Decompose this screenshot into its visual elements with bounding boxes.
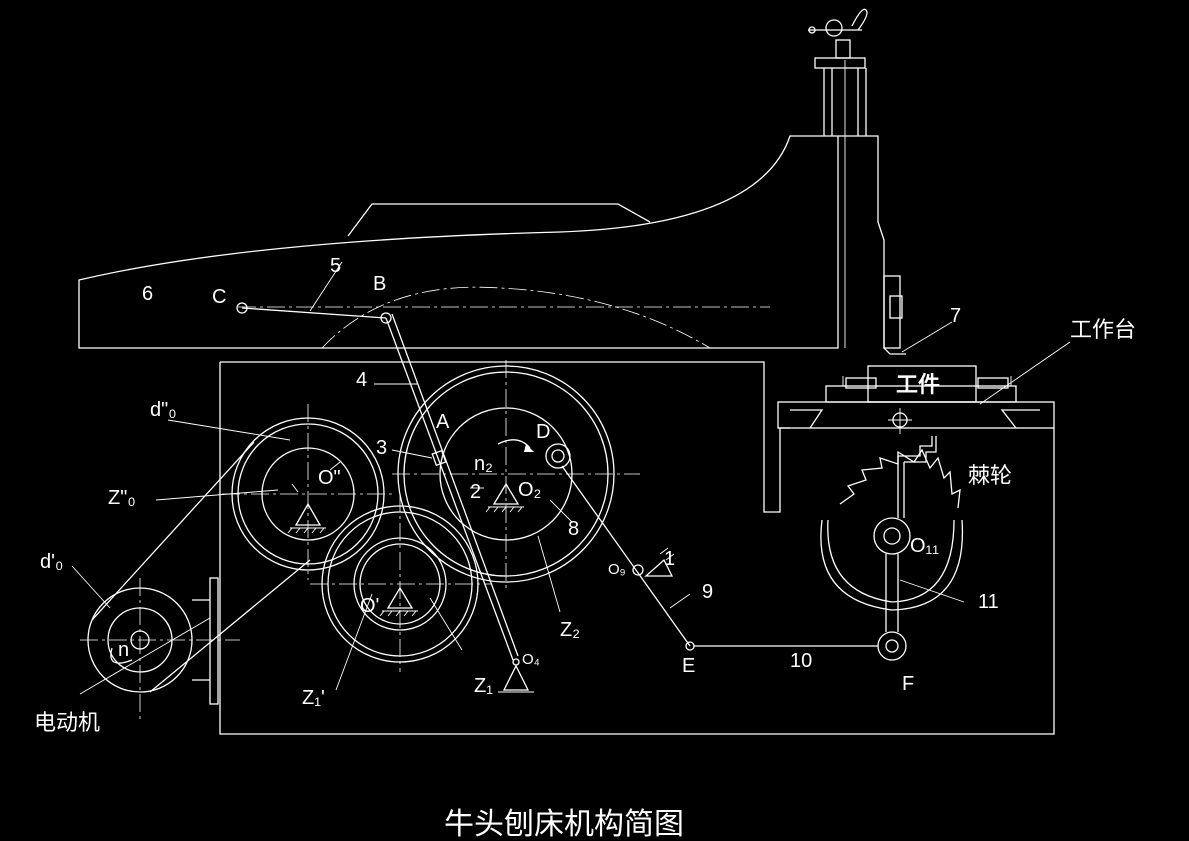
label-o4: O₄ (522, 651, 540, 668)
label-n2: n₂ (474, 453, 493, 475)
bull-gear-z2 (392, 360, 640, 588)
leader-lines (71, 321, 1071, 695)
label-n: n (118, 639, 129, 661)
label-z2: Z₂ (560, 619, 580, 641)
label-7: 7 (950, 305, 961, 327)
label-z1p: Z₁' (302, 687, 325, 709)
label-3: 3 (376, 437, 387, 459)
rocker-arm (385, 313, 534, 693)
b-arc (321, 286, 711, 349)
label-ratchet: 棘轮 (968, 464, 1012, 489)
label-worktable: 工作台 (1070, 318, 1136, 343)
label-o9: O₉ (608, 561, 626, 578)
label-o-pp: O" (318, 467, 341, 489)
ram-body (78, 135, 839, 349)
label-9: 9 (702, 581, 713, 603)
label-motor: 电动机 (34, 711, 100, 736)
label-o2: O₂ (518, 479, 541, 501)
label-c: C (212, 286, 226, 308)
belt (91, 441, 311, 693)
label-5: 5 (330, 255, 341, 277)
label-6: 6 (142, 283, 153, 305)
label-11: 11 (978, 591, 999, 613)
label-o11: O₁₁ (910, 535, 939, 557)
tool-head (808, 8, 906, 355)
cam-d (545, 443, 571, 469)
label-10: 10 (790, 650, 812, 672)
label-z0pp: Z"₀ (108, 487, 136, 509)
diagram-title: 牛头刨床机构简图 (444, 807, 684, 841)
label-d: D (536, 421, 550, 443)
feed-linkage (561, 465, 907, 661)
label-e: E (682, 655, 695, 677)
label-2: 2 (470, 481, 481, 503)
label-8: 8 (568, 518, 579, 540)
label-z1: Z₁ (474, 675, 493, 697)
label-4: 4 (356, 369, 367, 391)
ratchet-wheel (820, 436, 965, 632)
workpiece-label: 工件 (896, 373, 940, 398)
workpiece: 工件 (867, 365, 977, 403)
label-d0pp: d"₀ (150, 399, 177, 421)
label-1: 1 (664, 548, 675, 570)
label-f: F (902, 673, 914, 695)
motor-pulley (80, 577, 240, 720)
label-d0p: d'₀ (40, 551, 63, 573)
label-a: A (436, 411, 450, 433)
label-o-p: O' (360, 595, 379, 617)
gear-z1 (310, 494, 492, 672)
label-b: B (373, 273, 386, 295)
labels: 6 C 5 B 4 A 3 D n₂ 2 O₂ 8 Z₂ d"₀ Z"₀ O" … (34, 255, 1136, 841)
link-5 (236, 261, 392, 324)
